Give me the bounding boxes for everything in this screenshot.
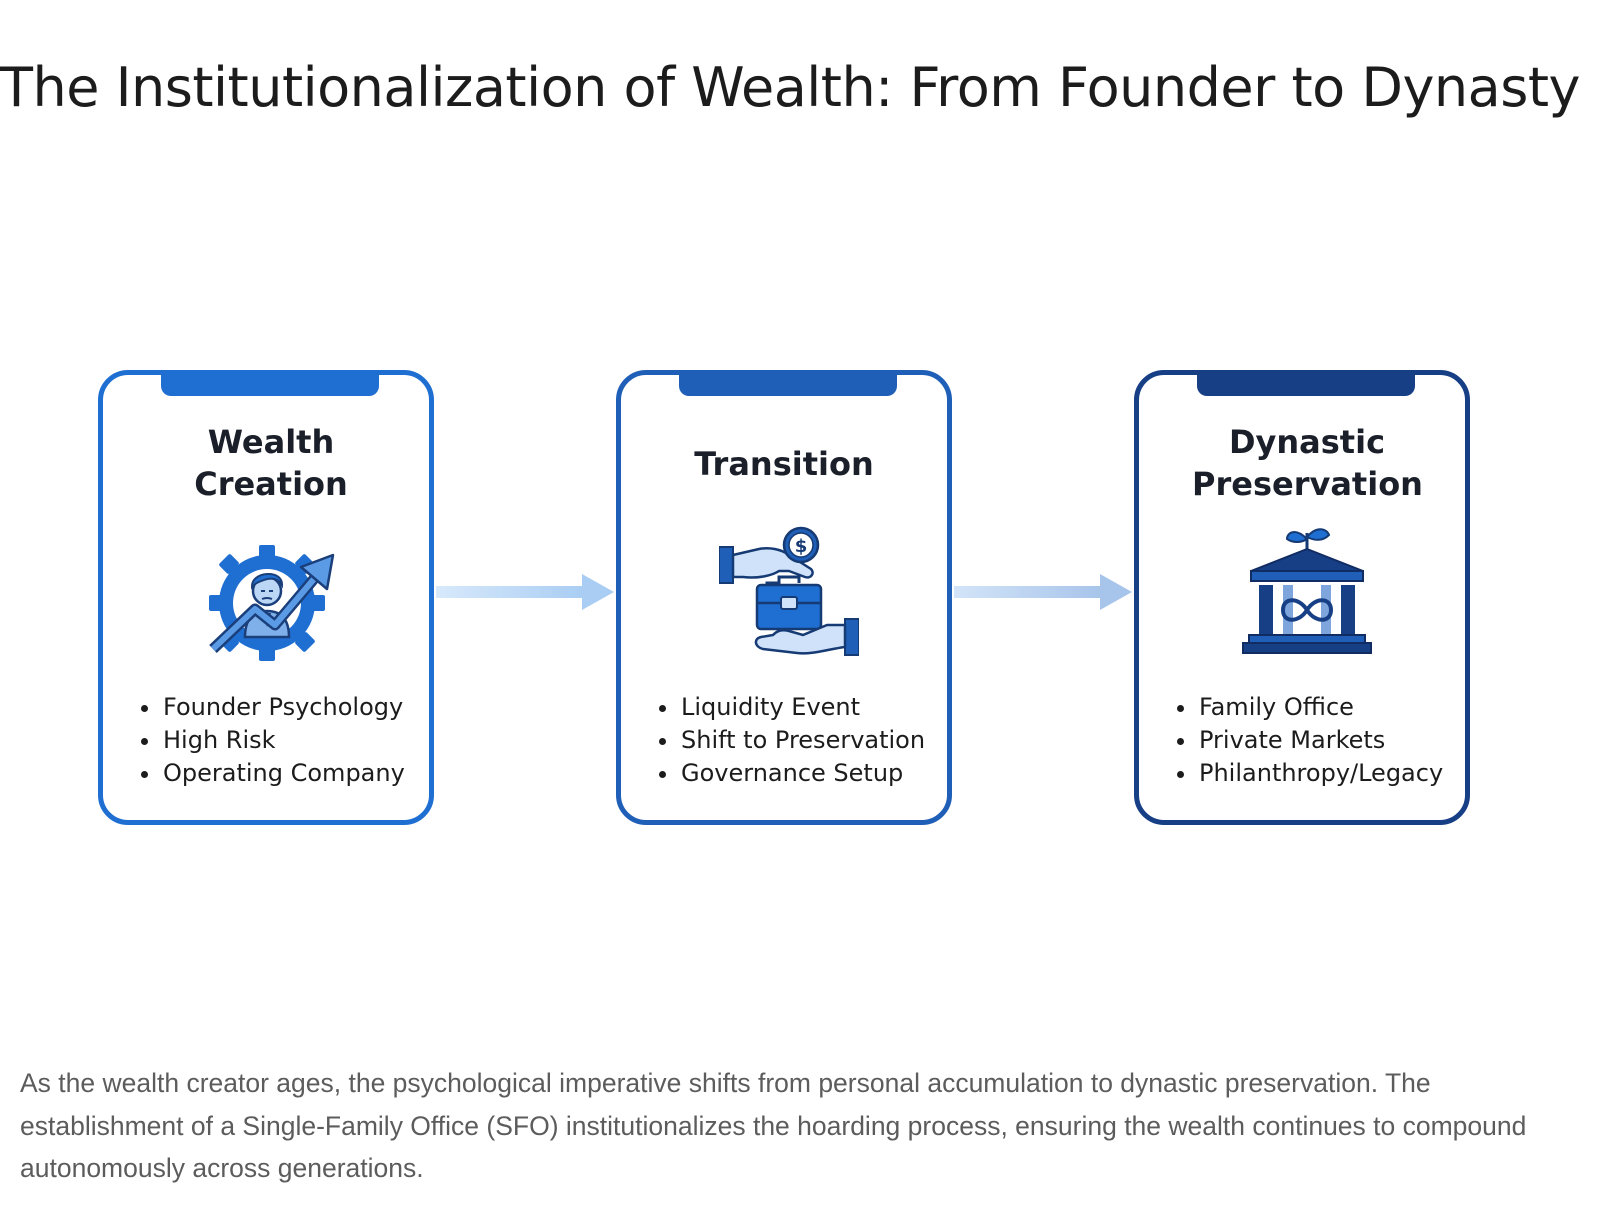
list-item: High Risk [141, 724, 405, 757]
founder-gear-growth-icon [209, 545, 335, 661]
stage-title: Wealth Creation [194, 423, 348, 503]
stage-card-wealth-creation: Wealth Creation [98, 370, 434, 825]
caption-paragraph: As the wealth creator ages, the psycholo… [20, 1068, 1527, 1183]
stage-card-dynastic-preservation: Dynastic Preservation Family Office Priv… [1134, 370, 1470, 825]
stage-bullet-list: Liquidity Event Shift to Preservation Go… [659, 691, 925, 790]
svg-text:$: $ [795, 536, 808, 557]
list-item: Founder Psychology [141, 691, 405, 724]
list-item: Liquidity Event [659, 691, 925, 724]
list-item: Governance Setup [659, 757, 925, 790]
list-item: Shift to Preservation [659, 724, 925, 757]
list-item: Philanthropy/Legacy [1177, 757, 1443, 790]
stage-bullet-list: Family Office Private Markets Philanthro… [1177, 691, 1443, 790]
stage-card-transition: Transition $ Liquidity Event Shift to Pr… [616, 370, 952, 825]
list-item: Operating Company [141, 757, 405, 790]
page-title: The Institutionalization of Wealth: From… [0, 56, 1580, 119]
arrow-right-icon [954, 574, 1132, 610]
list-item: Private Markets [1177, 724, 1443, 757]
handover-briefcase-icon: $ [719, 526, 859, 656]
list-item: Family Office [1177, 691, 1443, 724]
card-tab [679, 370, 897, 396]
stage-title: Transition [694, 445, 874, 483]
stage-flow-diagram: Wealth Creation [0, 160, 1600, 1040]
stage-bullet-list: Founder Psychology High Risk Operating C… [141, 691, 405, 790]
arrow-right-icon [436, 574, 614, 610]
card-tab [161, 370, 379, 396]
card-tab [1197, 370, 1415, 396]
institution-infinity-icon [1242, 528, 1372, 654]
stage-title: Dynastic Preservation [1192, 423, 1423, 503]
